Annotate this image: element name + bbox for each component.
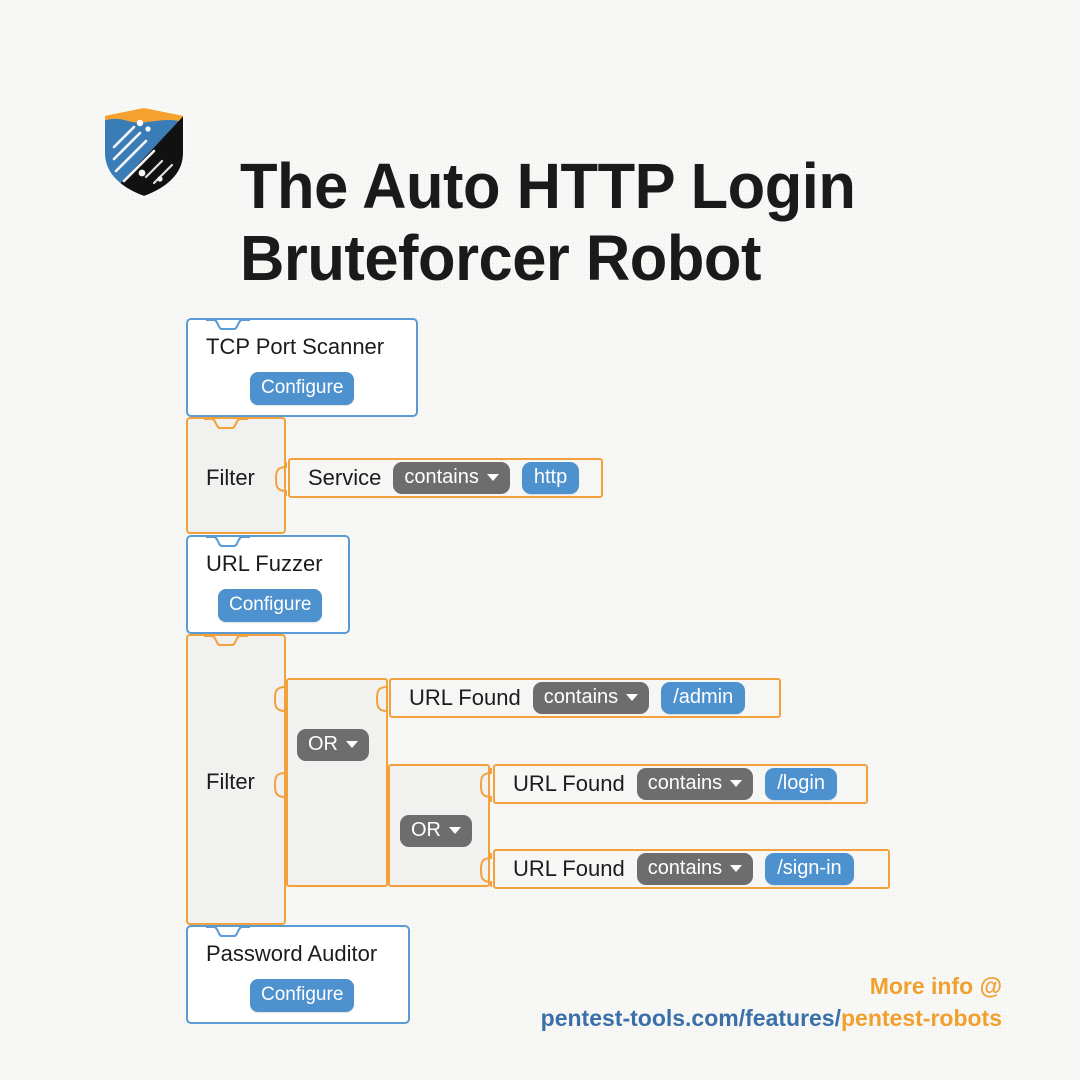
operator-dropdown[interactable]: contains: [393, 462, 510, 494]
header: The Auto HTTP Login Bruteforcer Robot: [0, 0, 1080, 293]
bottom-accent-bar: [0, 1076, 1080, 1080]
condition-url-found-contains-admin[interactable]: URL Found contains /admin: [389, 678, 781, 718]
condition-url-found-contains-login[interactable]: URL Found contains /login: [493, 764, 868, 804]
condition-service-contains-http[interactable]: Service contains http: [288, 458, 603, 498]
page-title-line-2: Bruteforcer Robot: [240, 221, 761, 294]
puzzle-socket-icon: [373, 681, 389, 716]
puzzle-socket-icon: [477, 767, 493, 802]
puzzle-socket-icon: [272, 461, 288, 496]
block-notch-icon: [204, 634, 248, 646]
footer-url-base: pentest-tools.com/features/: [540, 1005, 841, 1031]
footer: More info @ pentest-tools.com/features/p…: [541, 973, 1002, 1032]
condition-field-label: Service: [308, 465, 382, 490]
configure-button-password-auditor[interactable]: Configure: [250, 979, 355, 1012]
block-password-auditor[interactable]: Password Auditor Configure: [186, 925, 410, 1024]
page-title-line-1: The Auto HTTP Login: [240, 149, 856, 222]
chevron-down-icon: [730, 865, 743, 872]
pentest-tools-shield-logo-icon: [98, 103, 190, 199]
operator-dropdown-or-inner[interactable]: OR: [400, 815, 472, 847]
chevron-down-icon: [346, 741, 358, 748]
puzzle-socket-icon: [271, 681, 287, 716]
block-filter-url-found[interactable]: Filter: [186, 634, 286, 925]
condition-field-label: URL Found: [513, 856, 625, 881]
or-group-outer[interactable]: [286, 678, 388, 887]
condition-field-label: URL Found: [409, 685, 521, 710]
block-notch-icon: [206, 318, 250, 330]
operator-dropdown-label: OR: [411, 819, 441, 841]
block-title: URL Fuzzer: [206, 551, 323, 576]
page-title: The Auto HTTP Login Bruteforcer Robot: [240, 149, 931, 294]
footer-url[interactable]: pentest-tools.com/features/pentest-robot…: [541, 1005, 1002, 1032]
block-notch-icon: [206, 925, 250, 937]
operator-dropdown-label: contains: [404, 466, 479, 488]
operator-dropdown-label: contains: [543, 686, 619, 708]
block-notch-icon: [204, 417, 248, 429]
chevron-down-icon: [449, 827, 461, 834]
configure-button-tcp-port-scanner[interactable]: Configure: [250, 372, 355, 405]
block-filter-service[interactable]: Filter: [186, 417, 286, 534]
operator-dropdown-label: OR: [308, 733, 338, 755]
condition-value-pill[interactable]: /admin: [661, 682, 746, 714]
filter-label: Filter: [206, 769, 255, 794]
block-title: TCP Port Scanner: [206, 334, 385, 359]
condition-value-pill[interactable]: /login: [765, 768, 837, 800]
puzzle-socket-icon: [271, 767, 287, 802]
condition-field-label: URL Found: [513, 771, 625, 796]
operator-dropdown[interactable]: contains: [636, 853, 754, 885]
condition-value-pill[interactable]: http: [521, 462, 580, 494]
block-url-fuzzer[interactable]: URL Fuzzer Configure: [186, 535, 350, 634]
operator-dropdown[interactable]: contains: [636, 768, 754, 800]
operator-dropdown-label: contains: [647, 857, 723, 879]
operator-dropdown-or-outer[interactable]: OR: [297, 729, 369, 761]
chevron-down-icon: [486, 474, 499, 481]
block-tcp-port-scanner[interactable]: TCP Port Scanner Configure: [186, 318, 418, 417]
more-info-label: More info @: [869, 973, 1002, 999]
footer-url-highlight: pentest-robots: [841, 1005, 1002, 1031]
configure-button-url-fuzzer[interactable]: Configure: [218, 589, 323, 622]
operator-dropdown[interactable]: contains: [532, 682, 650, 714]
block-notch-icon: [206, 535, 250, 547]
puzzle-socket-icon: [477, 852, 493, 887]
filter-label: Filter: [206, 465, 255, 490]
condition-url-found-contains-sign-in[interactable]: URL Found contains /sign-in: [493, 849, 890, 889]
block-title: Password Auditor: [206, 941, 378, 966]
condition-value-pill[interactable]: /sign-in: [765, 853, 854, 885]
chevron-down-icon: [730, 780, 743, 787]
chevron-down-icon: [626, 694, 639, 701]
operator-dropdown-label: contains: [647, 772, 723, 794]
